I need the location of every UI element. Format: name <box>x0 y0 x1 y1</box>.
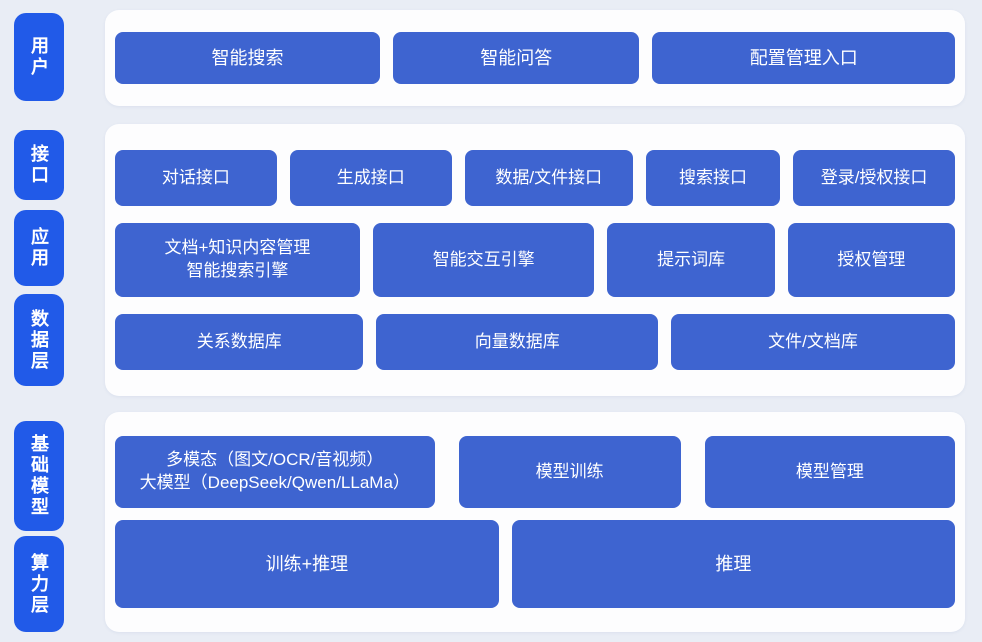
application-layer-row: 文档+知识内容管理 智能搜索引擎 智能交互引擎 提示词库 授权管理 <box>115 223 955 297</box>
data-layer-row: 关系数据库 向量数据库 文件/文档库 <box>115 314 955 370</box>
block-config-management-entry: 配置管理入口 <box>652 32 955 84</box>
layer-label-interface: 接口 <box>14 130 64 200</box>
block-smart-search: 智能搜索 <box>115 32 381 84</box>
block-interactive-engine: 智能交互引擎 <box>372 223 595 297</box>
block-auth-management: 授权管理 <box>787 223 955 297</box>
layer-label-compute: 算力层 <box>14 536 64 632</box>
block-vector-database: 向量数据库 <box>376 314 659 370</box>
compute-layer-row: 训练+推理 推理 <box>115 520 955 608</box>
layer-label-data: 数据层 <box>14 294 64 386</box>
block-multimodal-llm: 多模态（图文/OCR/音视频） 大模型（DeepSeek/Qwen/LLaMa） <box>115 436 435 508</box>
block-file-document-store: 文件/文档库 <box>671 314 955 370</box>
block-dialog-api: 对话接口 <box>115 150 277 206</box>
block-doc-knowledge-search-engine: 文档+知识内容管理 智能搜索引擎 <box>115 223 360 297</box>
block-inference: 推理 <box>511 520 955 608</box>
panel-middle-layers: 对话接口 生成接口 数据/文件接口 搜索接口 登录/授权接口 文档+知识内容管理… <box>105 124 965 396</box>
block-data-file-api: 数据/文件接口 <box>464 150 633 206</box>
block-training-inference: 训练+推理 <box>115 520 499 608</box>
block-model-training: 模型训练 <box>458 436 681 508</box>
block-search-api: 搜索接口 <box>645 150 781 206</box>
block-smart-qa: 智能问答 <box>393 32 640 84</box>
foundation-model-row: 多模态（图文/OCR/音视频） 大模型（DeepSeek/Qwen/LLaMa）… <box>115 436 955 508</box>
block-login-auth-api: 登录/授权接口 <box>793 150 955 206</box>
layer-label-application: 应用 <box>14 210 64 286</box>
block-generation-api: 生成接口 <box>289 150 452 206</box>
layer-label-user: 用户 <box>14 13 64 101</box>
block-relational-database: 关系数据库 <box>115 314 364 370</box>
block-prompt-library: 提示词库 <box>607 223 775 297</box>
panel-bottom-layers: 多模态（图文/OCR/音视频） 大模型（DeepSeek/Qwen/LLaMa）… <box>105 412 965 632</box>
layer-label-foundation-model: 基础模型 <box>14 421 64 531</box>
interface-layer-row: 对话接口 生成接口 数据/文件接口 搜索接口 登录/授权接口 <box>115 150 955 206</box>
user-layer-row: 智能搜索 智能问答 配置管理入口 <box>115 32 955 84</box>
block-model-management: 模型管理 <box>704 436 955 508</box>
panel-user-layer: 智能搜索 智能问答 配置管理入口 <box>105 10 965 106</box>
